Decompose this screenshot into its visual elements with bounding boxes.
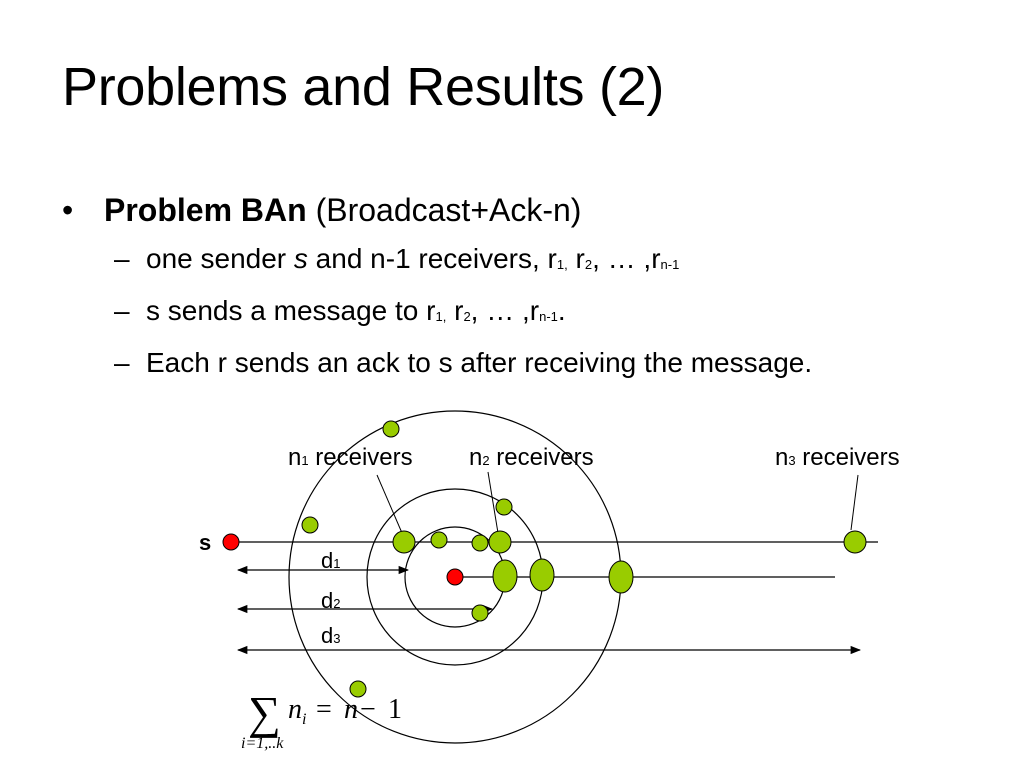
- n2-receivers-label: n2 receivers: [469, 444, 594, 471]
- sender-label: s: [199, 530, 211, 555]
- n1-receivers-label: n1 receivers: [288, 444, 413, 471]
- receiver-node: [471, 604, 489, 622]
- d1-label: d1: [321, 548, 340, 573]
- receiver-node: [488, 530, 512, 554]
- dash-marker: –: [114, 295, 130, 326]
- n3-receivers-label: n3 receivers: [775, 444, 900, 471]
- receiver-node: [529, 558, 555, 592]
- text: one sender: [146, 243, 294, 274]
- dash-marker: –: [114, 347, 130, 378]
- d3-label: d3: [321, 623, 340, 648]
- n2-pointer: [487, 471, 499, 534]
- text: s sends a message to r: [146, 295, 436, 326]
- receiver-node: [495, 498, 513, 516]
- receiver-node: [392, 530, 416, 554]
- formula-lhs: ni: [288, 694, 306, 728]
- sum-formula: ∑ ni = n − 1 i=1,..k: [241, 687, 402, 752]
- text: , … ,r: [592, 243, 661, 274]
- sum-lower-limit: i=1,..k: [241, 735, 284, 752]
- receiver-node: [430, 531, 448, 549]
- bullet-marker: •: [62, 192, 74, 228]
- formula-rhs-n: n: [344, 694, 358, 725]
- subscript: n-1: [660, 257, 680, 272]
- n1-pointer: [376, 474, 403, 534]
- receiver-nodes: [301, 420, 867, 698]
- formula-minus: −: [360, 694, 376, 725]
- sender-node: [222, 533, 240, 551]
- d2-label: d2: [321, 588, 340, 613]
- bullet-list: •Problem BAn (Broadcast+Ack-n) –one send…: [62, 190, 812, 380]
- text: r: [446, 295, 464, 326]
- text: Each r sends an ack to s after receiving…: [146, 347, 813, 378]
- dash-marker: –: [114, 243, 130, 274]
- subscript: n-1: [539, 309, 558, 324]
- subscript: 1,: [435, 309, 447, 324]
- sub-bullet-send-message: –s sends a message to r1, r2, … ,rn-1.: [62, 294, 812, 334]
- sigma-symbol: ∑: [248, 687, 281, 738]
- text: r: [567, 243, 585, 274]
- receiver-node: [301, 516, 319, 534]
- sub-bullet-senders-receivers: –one sender s and n-1 receivers, r1, r2,…: [62, 242, 812, 282]
- receiver-node: [349, 680, 367, 698]
- problem-description: (Broadcast+Ack-n): [306, 192, 582, 228]
- receiver-node: [471, 534, 489, 552]
- receiver-node: [843, 530, 867, 554]
- formula-equals: =: [316, 694, 332, 725]
- sender-symbol: s: [293, 243, 308, 274]
- text: .: [557, 295, 566, 326]
- bullet-problem-ban: • Problem BAn (Broadcast+Ack-n): [62, 190, 812, 230]
- n3-pointer: [850, 474, 859, 531]
- slide-title: Problems and Results (2): [62, 57, 665, 117]
- subscript: 2: [584, 257, 593, 272]
- text: and n-1 receivers, r: [307, 243, 557, 274]
- receiver-node: [382, 420, 400, 438]
- sub-bullet-ack: –Each r sends an ack to s after receivin…: [62, 346, 812, 380]
- center-sender-node: [446, 568, 464, 586]
- text: , … ,r: [470, 295, 540, 326]
- formula-one: 1: [388, 694, 402, 725]
- subscript: 1,: [556, 257, 568, 272]
- problem-name: Problem BAn: [104, 192, 307, 228]
- receiver-node: [492, 559, 518, 593]
- subscript: 2: [463, 309, 471, 324]
- receiver-node: [608, 560, 634, 594]
